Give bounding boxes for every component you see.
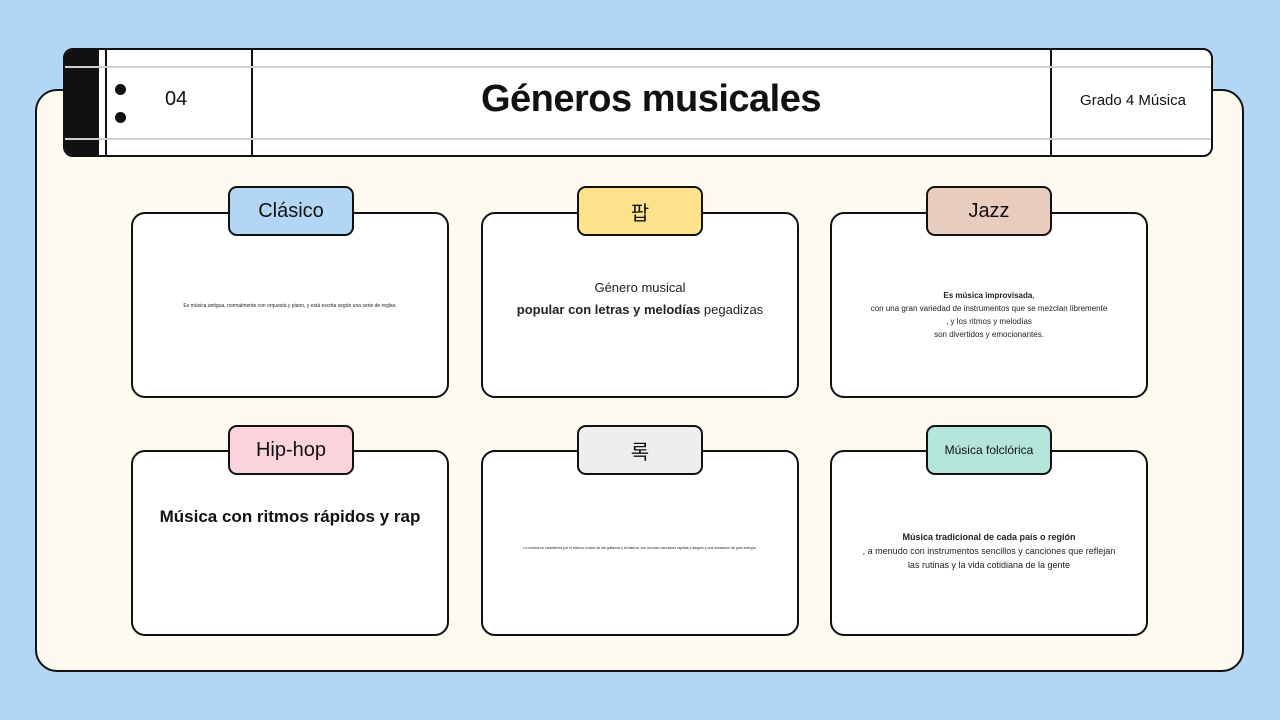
genre-description: Es música antigua, normalmente con orque… [183, 303, 397, 309]
genre-tab-rock[interactable]: 록 [577, 425, 703, 475]
staff-line [65, 66, 1211, 68]
genre-card-rock: La música se caracteriza por el intenso … [481, 450, 799, 636]
note-dot-icon [115, 84, 126, 95]
genre-tab-pop[interactable]: 팝 [577, 186, 703, 236]
staff-line [65, 138, 1211, 140]
description-line: son divertidos y emocionantes. [934, 330, 1044, 339]
description-line: Género musical [594, 280, 686, 295]
genre-card-folk: Música tradicional de cada país o región… [830, 450, 1148, 636]
genre-description: Es música improvisada, con una gran vari… [842, 289, 1136, 341]
page-title: Géneros musicales [480, 78, 822, 120]
genre-card-hiphop: Música con ritmos rápidos y rap [131, 450, 449, 636]
description-rest: , [1032, 291, 1035, 300]
description-bold: popular con letras y melodías [516, 302, 701, 317]
divider [105, 50, 107, 155]
divider [1050, 50, 1052, 155]
genre-card-classical: Es música antigua, normalmente con orque… [131, 212, 449, 398]
header-bar: 04 Géneros musicales Grado 4 Música [63, 48, 1213, 157]
description-rest: pegadizas [700, 302, 764, 317]
genre-tab-jazz[interactable]: Jazz [926, 186, 1052, 236]
genre-tab-hiphop[interactable]: Hip-hop [228, 425, 354, 475]
note-dot-icon [115, 112, 126, 123]
subject-label: Grado 4 Música [1080, 92, 1186, 109]
page-number: 04 [165, 88, 188, 110]
genre-description: Música tradicional de cada país o región… [842, 530, 1136, 572]
description-line: con una gran variedad de instrumentos qu… [870, 304, 1108, 313]
genre-card-jazz: Es música improvisada, con una gran vari… [830, 212, 1148, 398]
genre-tab-folk[interactable]: Música folclórica [926, 425, 1052, 475]
description-line: popular con letras y melodías pegadizas [493, 299, 787, 321]
description-bold: Música tradicional de cada país o región [902, 532, 1076, 542]
description-line: Es música improvisada, [842, 289, 1136, 302]
divider [251, 50, 253, 155]
genre-description: Género musical popular con letras y melo… [493, 277, 787, 321]
description-line: , y los ritmos y melodías [946, 317, 1032, 326]
description-line: , a menudo con instrumentos sencillos y … [862, 546, 1116, 556]
description-line: las rutinas y la vida cotidiana de la ge… [907, 560, 1071, 570]
genre-card-pop: Género musical popular con letras y melo… [481, 212, 799, 398]
genre-description: Música con ritmos rápidos y rap [159, 507, 421, 526]
description-bold: Es música improvisada [943, 291, 1033, 300]
genre-description: La música se caracteriza por el intenso … [523, 546, 757, 550]
description-line: Música tradicional de cada país o región [842, 530, 1136, 544]
genre-tab-classical[interactable]: Clásico [228, 186, 354, 236]
